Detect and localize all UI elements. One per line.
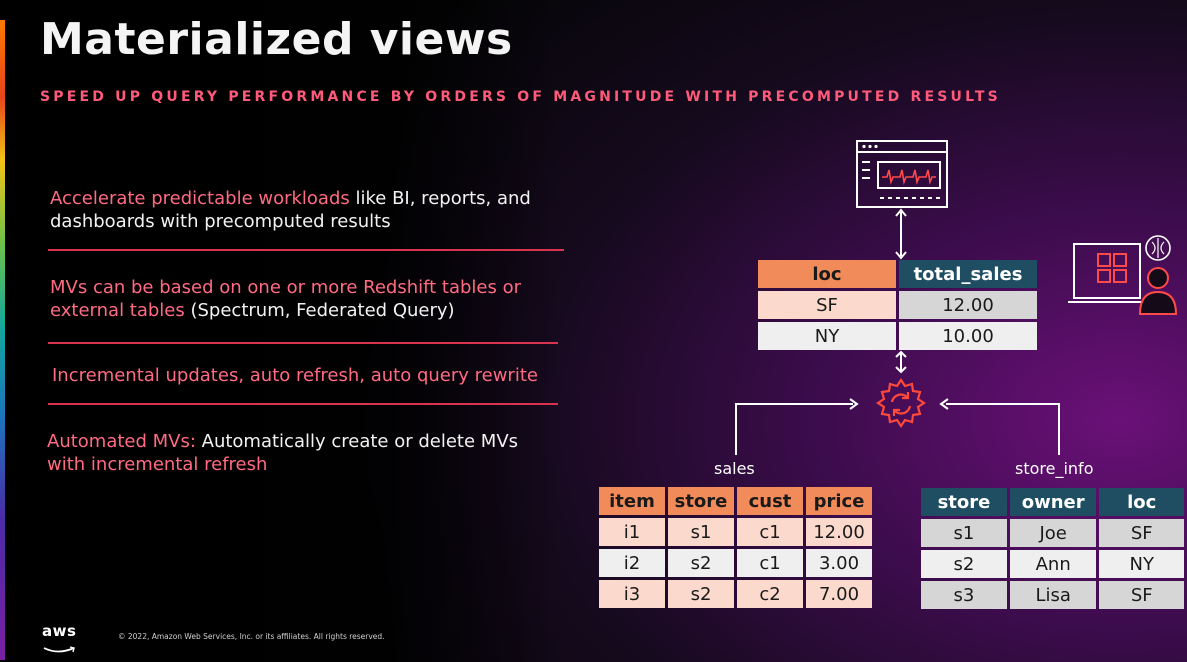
refresh-gear-icon xyxy=(876,378,926,428)
arrow-heads-vertical xyxy=(895,208,907,260)
bullet-2-highlight: MVs can be based on one or more Redshift… xyxy=(50,277,522,321)
sales-header: store xyxy=(668,487,734,515)
slide-title: Materialized views xyxy=(40,14,513,65)
mv-header-total-sales: total_sales xyxy=(899,260,1037,288)
sales-cell: i1 xyxy=(599,518,665,546)
store-info-cell: SF xyxy=(1099,581,1184,609)
store-info-cell: s3 xyxy=(921,581,1007,609)
bullet-1: Accelerate predictable workloads like BI… xyxy=(50,187,570,233)
connector-monitor-mv xyxy=(900,212,902,256)
sales-cell: s2 xyxy=(668,580,734,608)
slide-subtitle: SPEED UP QUERY PERFORMANCE BY ORDERS OF … xyxy=(40,89,1001,105)
sales-cell: s1 xyxy=(668,518,734,546)
store-info-cell: Joe xyxy=(1009,519,1097,547)
mv-cell: SF xyxy=(758,291,896,319)
sales-header: price xyxy=(806,487,872,515)
bullet-4-highlight: Automated MVs: xyxy=(47,431,196,452)
connector-mv-gear xyxy=(895,350,907,374)
sales-header: cust xyxy=(737,487,803,515)
divider-2 xyxy=(48,342,558,344)
arrow-head-left xyxy=(939,398,949,410)
mv-table: loc total_sales SF 12.00 NY 10.00 xyxy=(755,257,1040,353)
store-info-table: store owner loc s1 Joe SF s2 Ann NY s3 L… xyxy=(918,485,1187,612)
mv-cell: 12.00 xyxy=(899,291,1037,319)
background-shade xyxy=(0,0,560,662)
rainbow-edge-bar xyxy=(0,20,5,660)
sales-table-label: sales xyxy=(714,459,755,478)
bullet-2-text: (Spectrum, Federated Query) xyxy=(184,300,455,321)
sales-cell: i3 xyxy=(599,580,665,608)
sales-cell: i2 xyxy=(599,549,665,577)
arrow-head-right xyxy=(849,398,859,410)
bullet-4: Automated MVs: Automatically create or d… xyxy=(47,430,567,476)
sales-cell: s2 xyxy=(668,549,734,577)
connector-store-vertical xyxy=(1058,403,1060,455)
store-info-cell: s1 xyxy=(921,519,1007,547)
bullet-2: MVs can be based on one or more Redshift… xyxy=(50,276,570,322)
mv-cell: 10.00 xyxy=(899,322,1037,350)
bullet-1-text: like BI, reports, and dashboards with pr… xyxy=(50,188,531,232)
connector-sales-vertical xyxy=(735,403,737,455)
divider-3 xyxy=(48,403,558,405)
store-info-cell: Lisa xyxy=(1009,581,1097,609)
bullet-3-highlight: Incremental updates, auto refresh, auto … xyxy=(52,365,538,386)
mv-cell: NY xyxy=(758,322,896,350)
connector-store-horizontal xyxy=(946,403,1060,405)
store-info-cell: Ann xyxy=(1009,550,1097,578)
store-info-header: loc xyxy=(1099,488,1184,516)
copyright-footer: © 2022, Amazon Web Services, Inc. or its… xyxy=(118,632,385,641)
store-info-header: store xyxy=(921,488,1007,516)
laptop-ml-user-icon xyxy=(1068,235,1178,315)
aws-logo: aws xyxy=(42,624,78,658)
store-info-table-label: store_info xyxy=(1015,459,1094,478)
bullet-1-highlight: Accelerate predictable workloads xyxy=(50,188,350,209)
store-info-cell: NY xyxy=(1099,550,1184,578)
divider-1 xyxy=(48,249,564,251)
sales-cell: c1 xyxy=(737,549,803,577)
sales-table: item store cust price i1 s1 c1 12.00 i2 … xyxy=(596,484,875,611)
bullet-4-text: Automatically create or delete MVs xyxy=(195,431,519,452)
store-info-header: owner xyxy=(1009,488,1097,516)
store-info-cell: s2 xyxy=(921,550,1007,578)
aws-logo-text: aws xyxy=(42,622,77,640)
mv-header-loc: loc xyxy=(758,260,896,288)
sales-cell: 3.00 xyxy=(806,549,872,577)
sales-cell: 12.00 xyxy=(806,518,872,546)
store-info-cell: SF xyxy=(1099,519,1184,547)
connector-sales-horizontal xyxy=(735,403,853,405)
sales-header: item xyxy=(599,487,665,515)
bullet-4-highlight-2: with incremental refresh xyxy=(47,454,268,475)
sales-cell: c2 xyxy=(737,580,803,608)
bullet-3: Incremental updates, auto refresh, auto … xyxy=(52,364,572,387)
dashboard-monitor-icon xyxy=(856,140,948,208)
sales-cell: 7.00 xyxy=(806,580,872,608)
sales-cell: c1 xyxy=(737,518,803,546)
aws-smile-icon xyxy=(43,646,75,653)
